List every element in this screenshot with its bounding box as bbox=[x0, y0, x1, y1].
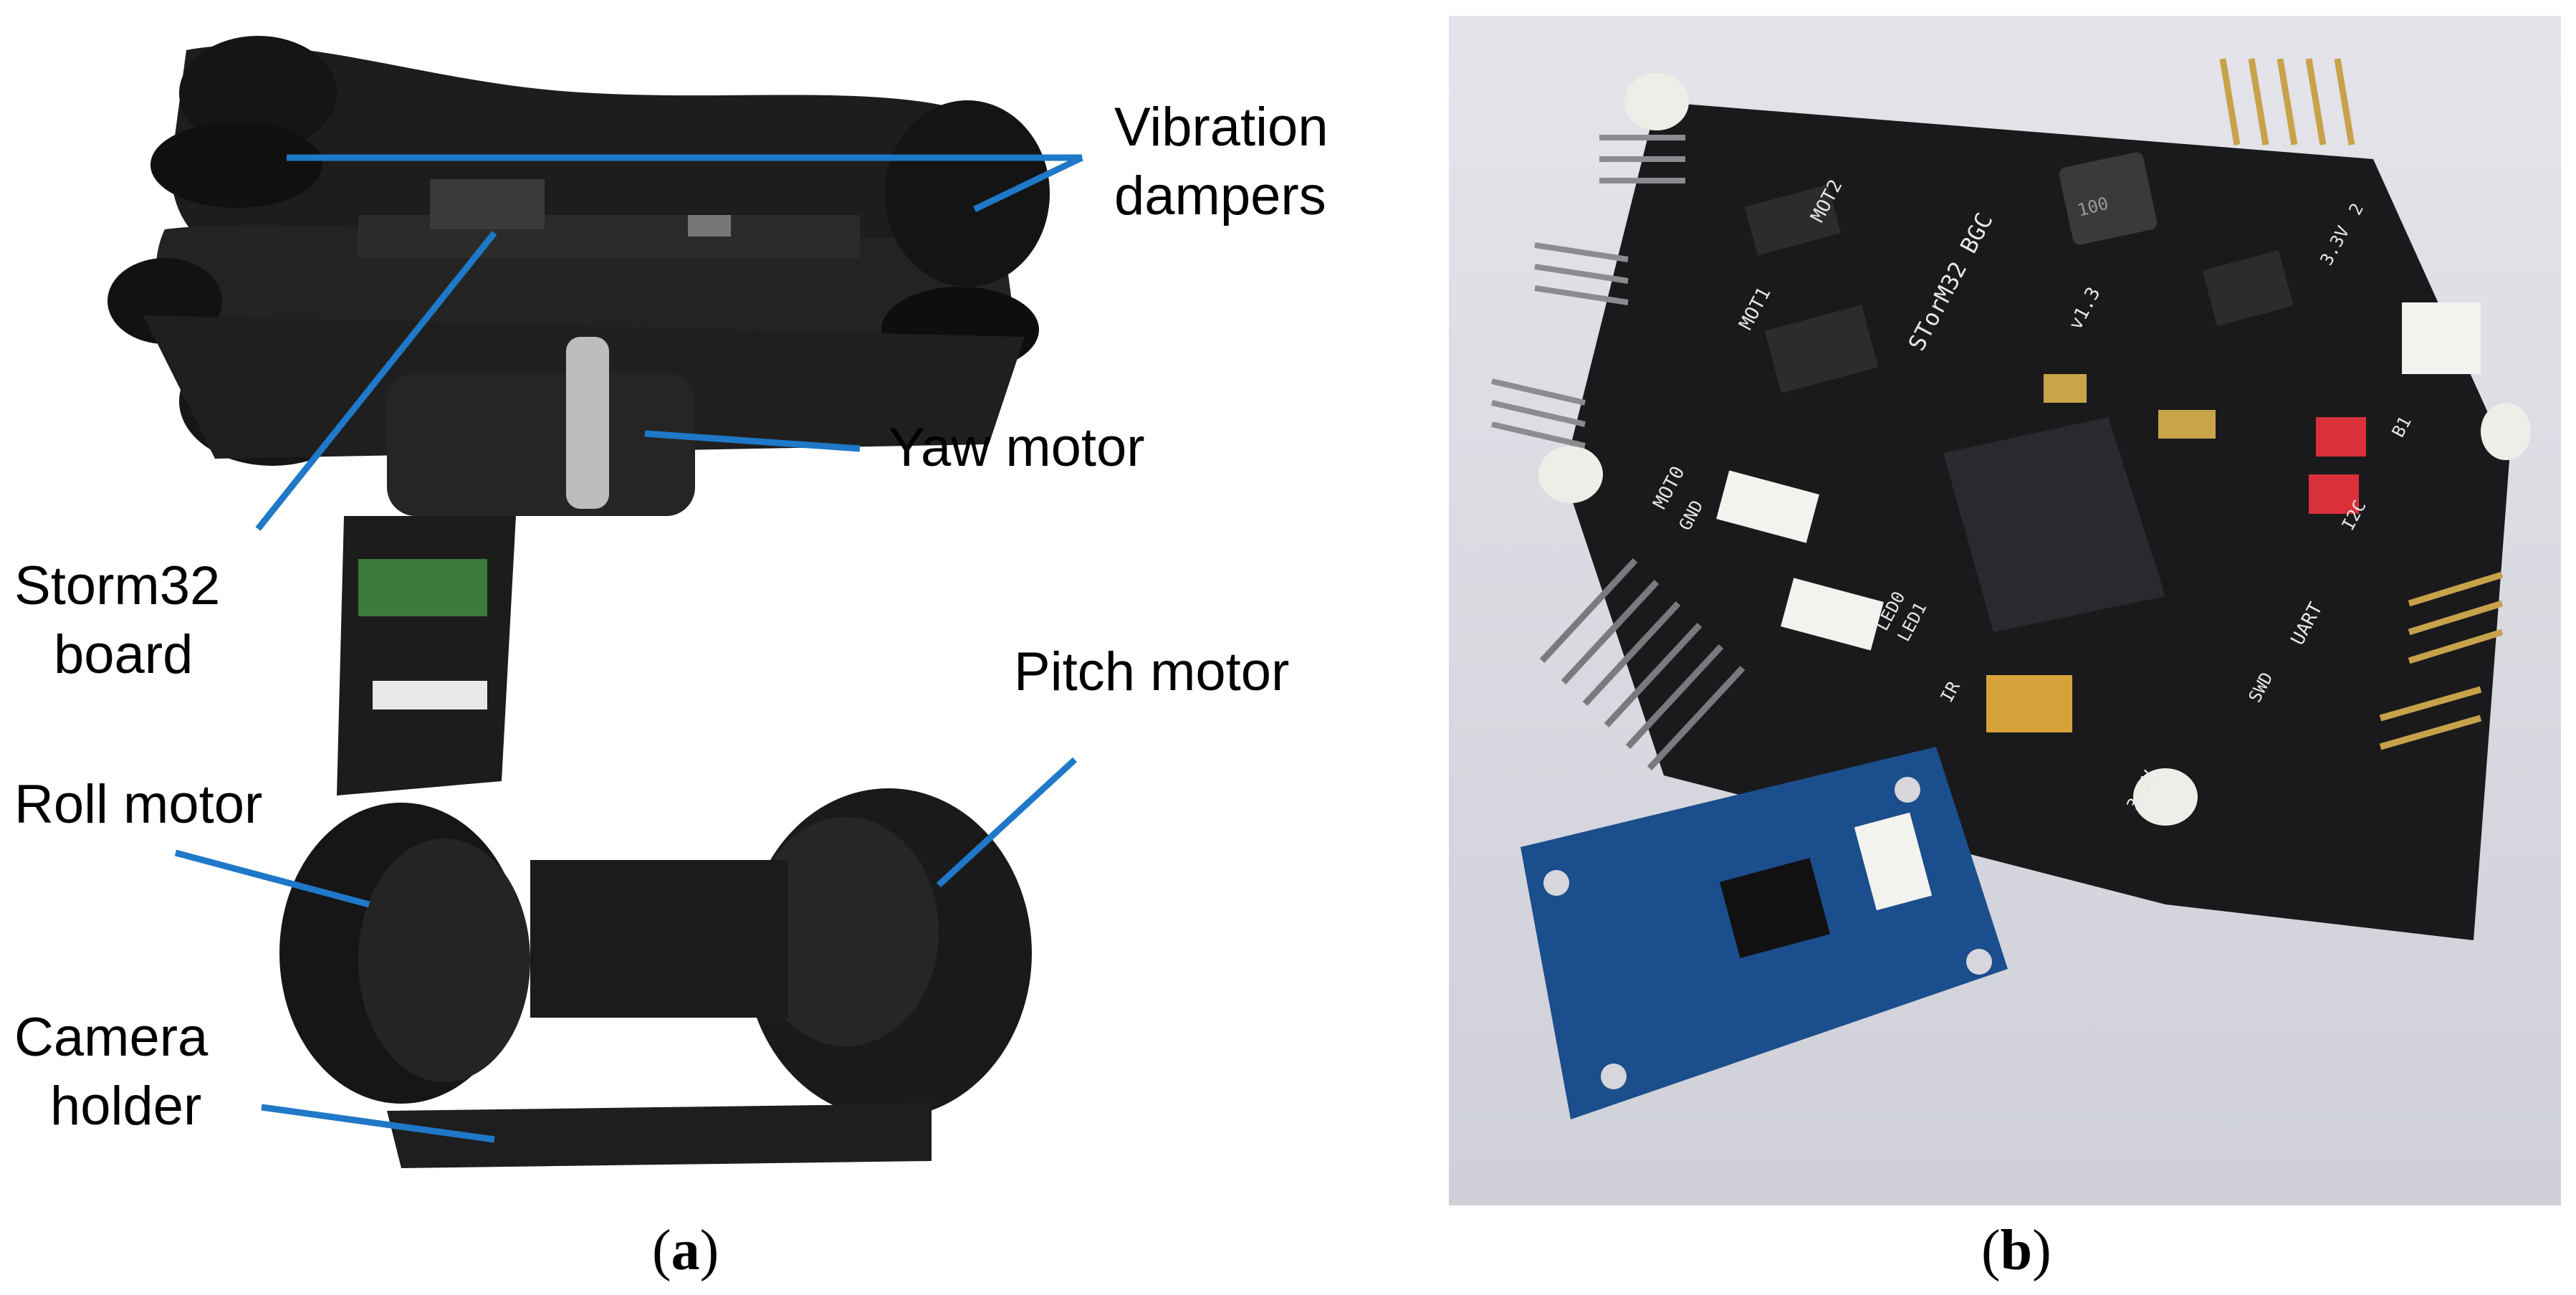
label-storm32-board: Storm32 board bbox=[14, 552, 220, 689]
main-pcb bbox=[1491, 58, 2531, 940]
callout-lines bbox=[174, 154, 1083, 1143]
caption-b: (b) bbox=[1981, 1219, 2051, 1282]
label-camera-holder-line2: holder bbox=[50, 1076, 202, 1137]
caption-a: (a) bbox=[652, 1219, 719, 1282]
imu-chip bbox=[1719, 858, 1831, 958]
storm32-board-photo: STorM32 BGC v1.3 MOT2 MOT1 MOT0 GND LED0… bbox=[1449, 16, 2561, 1205]
label-camera-holder-line1: Camera bbox=[14, 1007, 209, 1068]
label-storm32-board-line1: Storm32 bbox=[14, 555, 221, 616]
roll-arm bbox=[337, 516, 516, 795]
gimbal-illustration bbox=[107, 36, 1083, 1168]
inductor bbox=[2059, 152, 2158, 245]
yaw-motor-shape bbox=[387, 337, 695, 516]
camera-holder-shape bbox=[387, 1104, 932, 1168]
label-vibration-dampers-line2: dampers bbox=[1114, 166, 1326, 226]
label-camera-holder: Camera holder bbox=[14, 1003, 208, 1141]
red-button-2 bbox=[2309, 474, 2359, 514]
label-vibration-dampers-line1: Vibration bbox=[1114, 97, 1328, 158]
label-pitch-motor: Pitch motor bbox=[1014, 641, 1290, 702]
imu-connector bbox=[1854, 812, 1933, 911]
bottom-pin-headers bbox=[1539, 558, 1746, 771]
usb-connector bbox=[1986, 675, 2072, 732]
left-pin-headers bbox=[1491, 135, 1685, 449]
label-vibration-dampers: Vibration dampers bbox=[1114, 93, 1328, 231]
mcu-chip bbox=[1943, 417, 2165, 632]
red-button-1 bbox=[2316, 417, 2366, 457]
cable-ties bbox=[358, 559, 487, 616]
battery-connector bbox=[2402, 302, 2481, 374]
label-roll-motor: Roll motor bbox=[14, 774, 263, 835]
label-storm32-board-line2: board bbox=[54, 624, 193, 685]
gold-pin-headers bbox=[2219, 58, 2504, 750]
label-yaw-motor: Yaw motor bbox=[889, 417, 1145, 478]
imu-sensor-board bbox=[1521, 747, 2008, 1119]
